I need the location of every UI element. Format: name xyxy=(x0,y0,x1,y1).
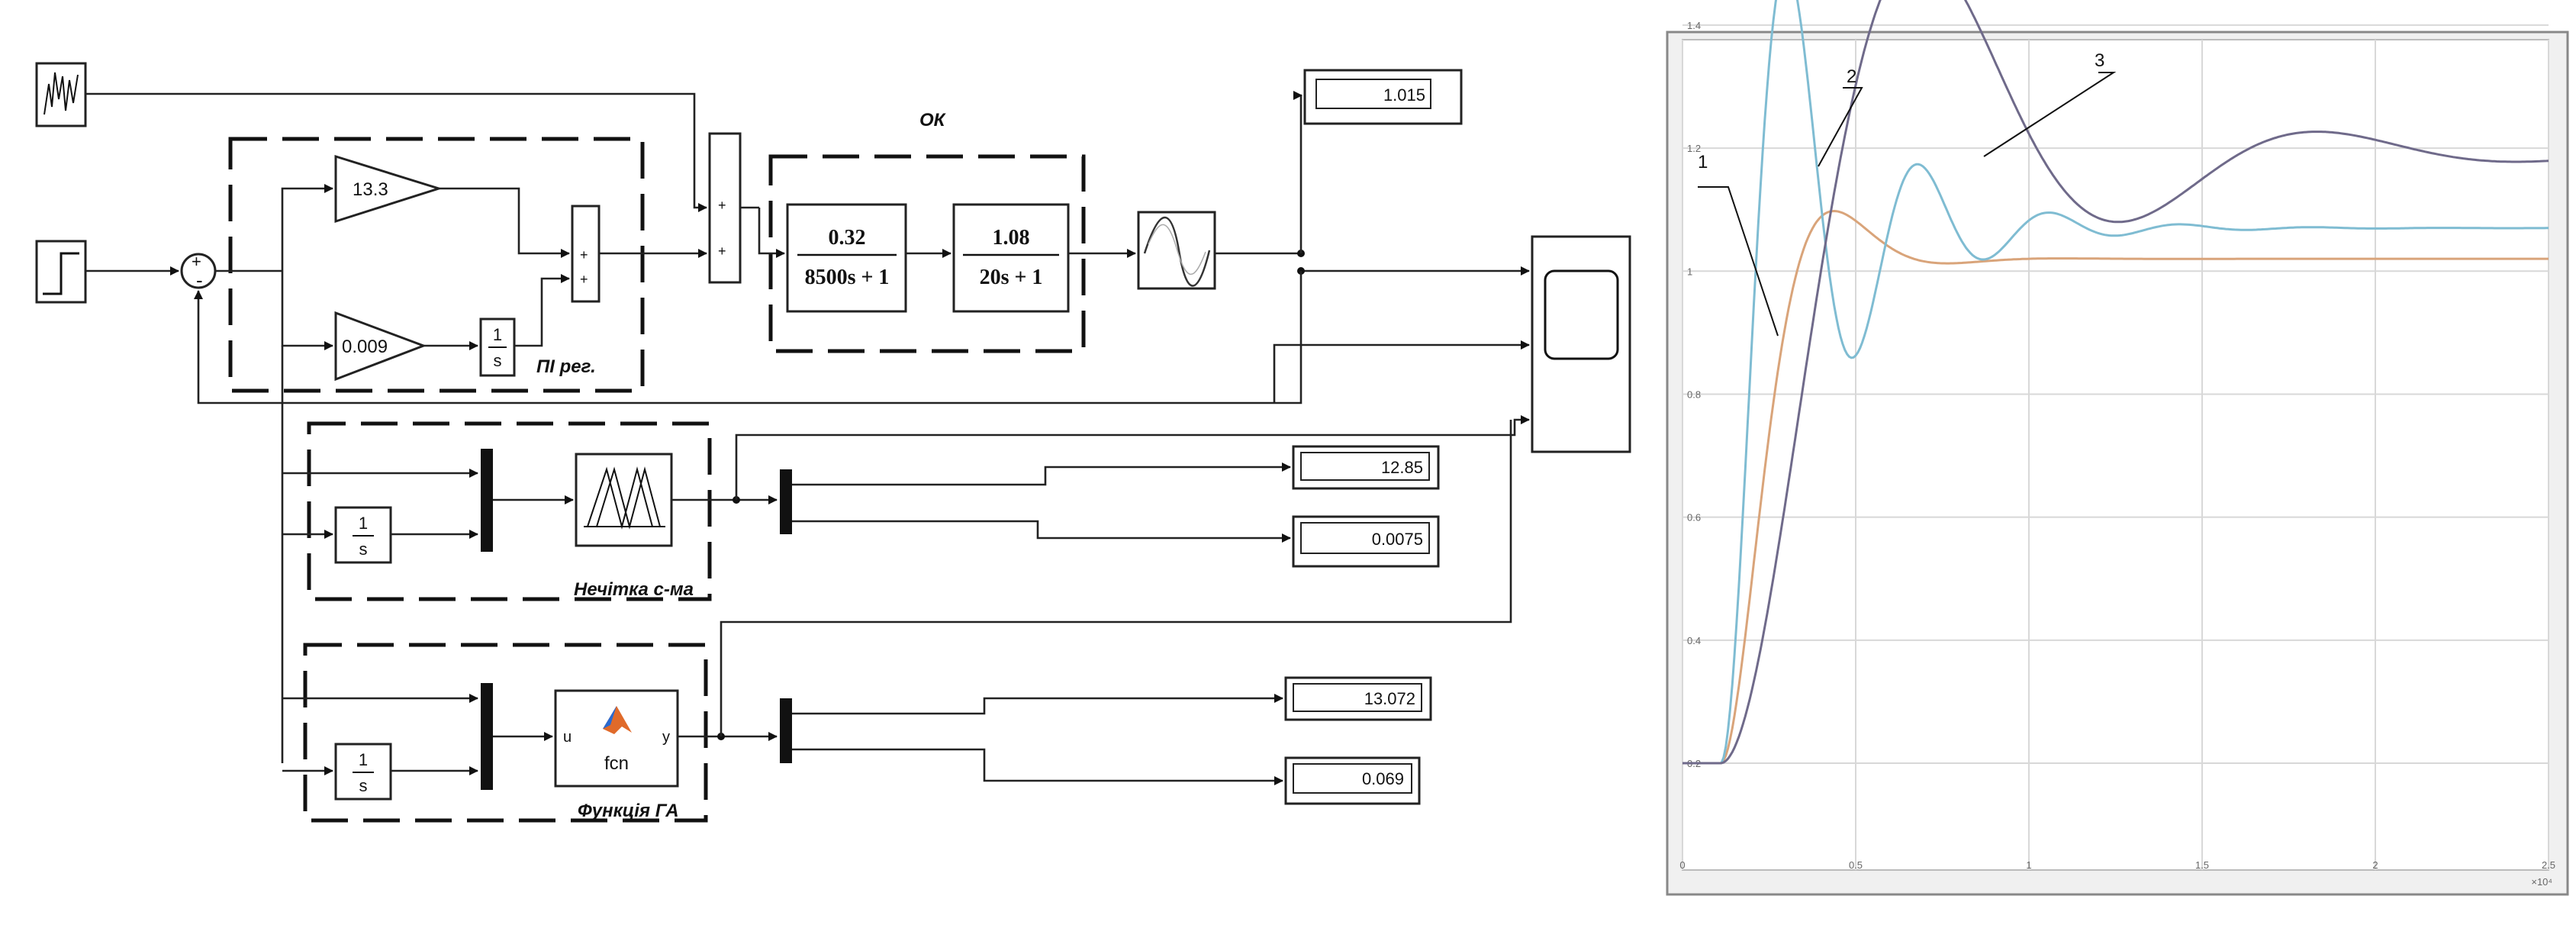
disturbance-sum-block[interactable]: + + xyxy=(708,132,742,284)
fcn-block-label: fcn xyxy=(604,753,629,774)
pi-sum-block[interactable]: + + xyxy=(571,205,601,303)
fcn-block[interactable]: u y fcn xyxy=(554,689,679,788)
pi-regulator-group xyxy=(228,137,645,393)
display-output[interactable]: 1.015 xyxy=(1303,69,1463,125)
display-ga-1[interactable]: 13.072 xyxy=(1284,676,1432,721)
pi-regulator-label: ПІ рег. xyxy=(536,356,596,377)
sum-block[interactable]: + - xyxy=(180,252,217,292)
display-fuzzy-1[interactable]: 12.85 xyxy=(1292,445,1440,490)
display-ga-1-value: 13.072 xyxy=(1364,689,1415,708)
gain-p-value: 13.3 xyxy=(353,179,388,200)
sine-icon xyxy=(1143,216,1211,287)
mux-fuzzy-block[interactable] xyxy=(481,449,493,552)
simulink-diagram: + - ПІ рег. 13.3 0.009 1 s + + xyxy=(35,62,1631,823)
scope-grid xyxy=(1682,24,2549,870)
tf2-numerator: 1.08 xyxy=(993,226,1030,250)
gain-p-block[interactable]: 13.3 xyxy=(334,154,443,224)
mux-ga-block[interactable] xyxy=(481,683,493,790)
display-ga-2[interactable]: 0.069 xyxy=(1284,756,1421,805)
ga-function-label: Функція ГА xyxy=(578,801,679,821)
saturation-block[interactable] xyxy=(1137,211,1216,290)
x-tick-label: 0.5 xyxy=(1849,859,1863,871)
integrator-ga-block[interactable]: 1 s xyxy=(334,743,392,801)
tf1-denominator: 8500s + 1 xyxy=(805,266,890,289)
integrator-ga-den: s xyxy=(359,776,368,795)
sum-plus-sign: + xyxy=(192,252,201,271)
fuzzy-system-label: Нечітка с-ма xyxy=(574,579,694,600)
integrator-fuzzy-num: 1 xyxy=(359,514,368,533)
svg-text:+: + xyxy=(580,247,588,263)
scope-plot-area xyxy=(1682,39,2549,871)
step-source-block[interactable] xyxy=(35,240,87,304)
curve-label-3: 3 xyxy=(2095,50,2104,71)
sum-minus-sign: - xyxy=(196,269,203,292)
curve-1 xyxy=(1682,209,2549,765)
fuzzy-system-group xyxy=(307,421,712,601)
integrator-fuzzy-den: s xyxy=(359,540,368,559)
demux-fuzzy-block[interactable] xyxy=(780,469,792,534)
svg-text:+: + xyxy=(718,243,726,259)
ga-function-group xyxy=(303,643,708,823)
tf2-denominator: 20s + 1 xyxy=(980,266,1043,289)
noise-icon xyxy=(43,72,79,115)
transfer-function-2-block[interactable]: 1.08 20s + 1 xyxy=(952,203,1070,313)
svg-text:+: + xyxy=(580,272,588,287)
step-icon xyxy=(43,252,79,295)
curve-2 xyxy=(1682,0,2549,765)
x-tick-label: 2 xyxy=(2372,859,2378,871)
integrator-pi-num: 1 xyxy=(493,325,502,344)
y-tick-label: 0.8 xyxy=(1687,388,1701,400)
fcn-output-port-label: y xyxy=(662,729,670,746)
svg-text:+: + xyxy=(718,198,726,213)
y-tick-label: 0.6 xyxy=(1687,512,1701,524)
display-fuzzy-2-value: 0.0075 xyxy=(1372,530,1423,549)
x-tick-label: 1 xyxy=(2026,859,2031,871)
curve-leader-line xyxy=(1698,186,1779,337)
y-tick-label: 1.2 xyxy=(1687,143,1701,154)
curve-leader-line xyxy=(1983,72,2117,157)
scope-icon xyxy=(1544,269,1619,360)
tf1-numerator: 0.32 xyxy=(829,226,866,250)
demux-ga-block[interactable] xyxy=(780,698,792,763)
scope-curves xyxy=(1682,0,2549,765)
y-tick-label: 1.4 xyxy=(1687,20,1701,31)
scope-block[interactable] xyxy=(1531,235,1631,453)
fcn-input-port-label: u xyxy=(563,729,572,746)
curve-leader-lines: 1 2 3 xyxy=(1698,50,2117,337)
plant-label: ОК xyxy=(919,110,947,131)
curve-label-1: 1 xyxy=(1698,152,1708,172)
signal-wires xyxy=(85,91,1530,785)
gain-i-block[interactable]: 0.009 xyxy=(334,311,427,382)
scope-x-exponent: ×10⁴ xyxy=(2531,876,2552,888)
display-fuzzy-1-value: 12.85 xyxy=(1381,458,1423,477)
scope-x-ticks: 0 0.5 1 1.5 2 2.5 xyxy=(1679,859,2555,871)
integrator-pi-block[interactable]: 1 s xyxy=(479,317,516,377)
noise-source-block[interactable] xyxy=(35,62,87,127)
curve-leader-line xyxy=(1818,87,1863,167)
curve-3 xyxy=(1682,0,2549,765)
integrator-ga-num: 1 xyxy=(359,750,368,769)
display-ga-2-value: 0.069 xyxy=(1362,769,1404,788)
curve-label-2: 2 xyxy=(1847,66,1856,87)
x-tick-label: 2.5 xyxy=(2542,859,2555,871)
y-tick-label: 1 xyxy=(1687,266,1692,277)
matlab-logo-icon xyxy=(603,706,632,734)
x-tick-label: 0 xyxy=(1679,859,1685,871)
integrator-pi-den: s xyxy=(494,351,502,370)
fuzzy-controller-block[interactable] xyxy=(575,453,673,547)
display-output-value: 1.015 xyxy=(1383,85,1425,105)
x-tick-label: 1.5 xyxy=(2195,859,2209,871)
y-tick-label: 0.4 xyxy=(1687,635,1701,646)
display-fuzzy-2[interactable]: 0.0075 xyxy=(1292,515,1440,568)
integrator-fuzzy-block[interactable]: 1 s xyxy=(334,506,392,564)
transfer-function-1-block[interactable]: 0.32 8500s + 1 xyxy=(786,203,907,313)
gain-i-value: 0.009 xyxy=(342,337,388,357)
